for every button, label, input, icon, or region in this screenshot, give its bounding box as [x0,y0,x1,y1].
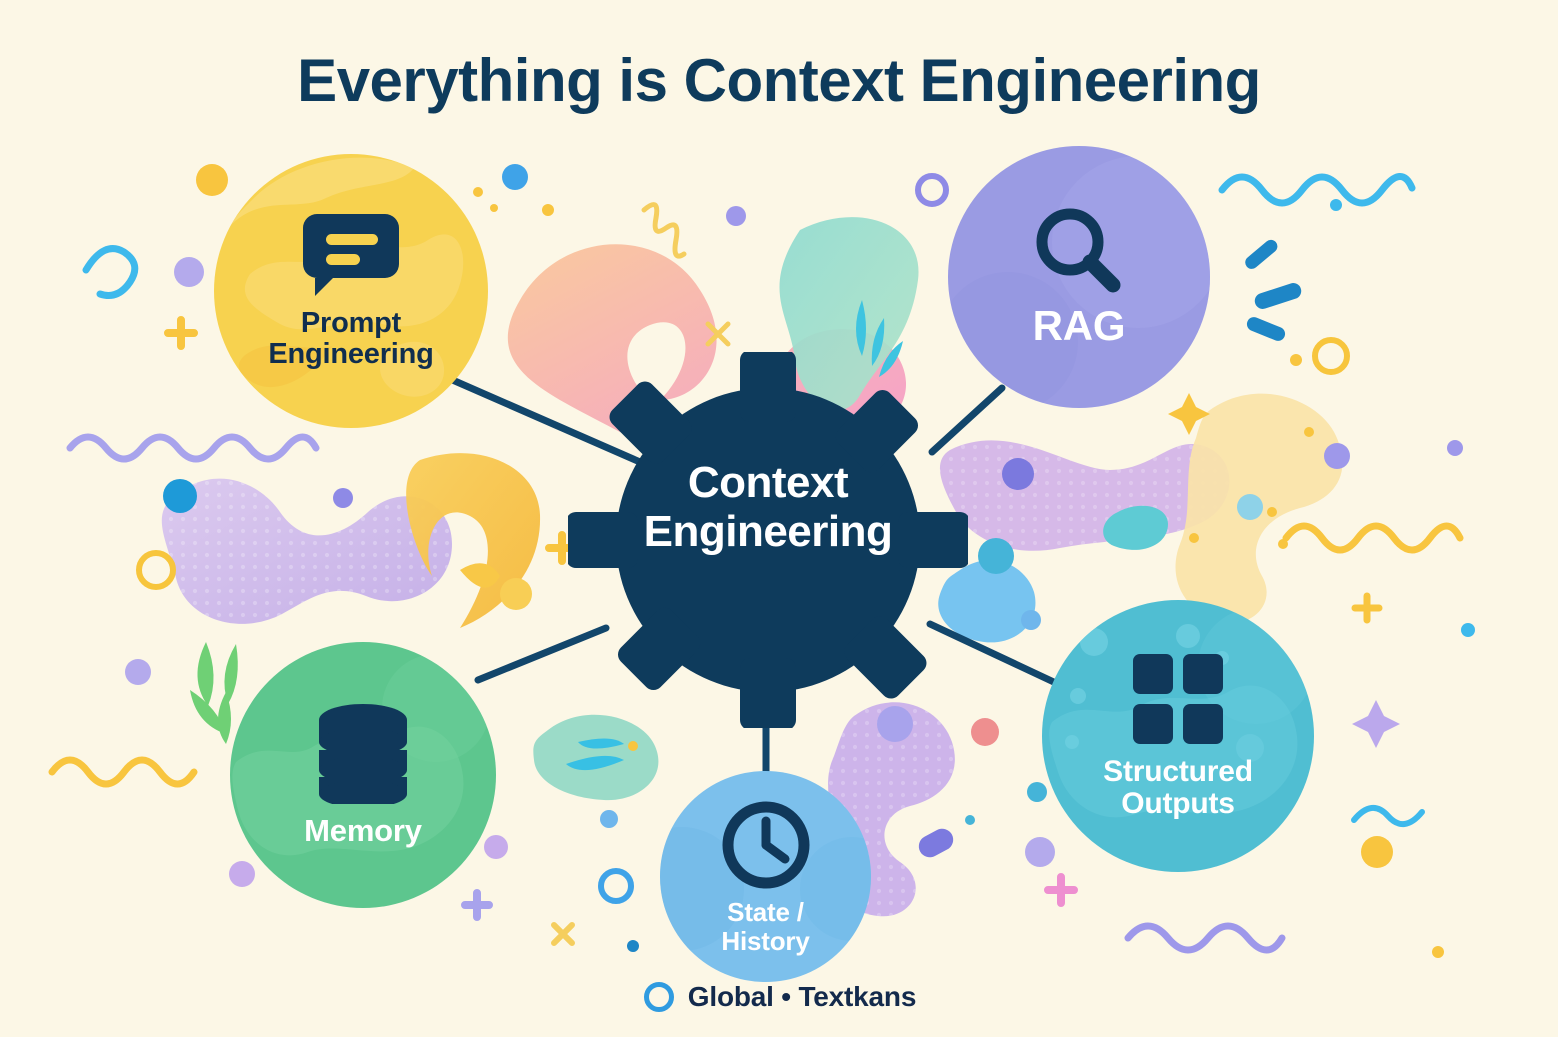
leaf-burst-green [190,642,238,744]
node-label-line2: Outputs [1121,787,1235,820]
dot-teal-1 [978,538,1014,574]
wave-purple-left [66,433,320,463]
dashes-blue-right [1245,239,1302,341]
page-title: Everything is Context Engineering [297,47,1261,114]
node-label-line1: Prompt [300,306,402,339]
center-node-label-line1: Context [687,458,849,507]
blob-teal-small [1103,505,1168,550]
ring-purple-1 [915,173,949,207]
node-prompt-engineering[interactable]: Prompt Engineering [214,154,488,428]
speech-bubble-icon [303,213,399,296]
node-texture-prompt [232,157,464,397]
blob-mint-top [779,217,919,411]
wave-yellow-left [48,756,198,788]
ring-icon [643,982,674,1012]
squiggle-yellow-top [641,202,687,259]
wave-purple-right [1124,922,1286,954]
magnifier-icon [1036,208,1121,293]
node-label-line2: Engineering [268,338,434,370]
x-marks [551,321,731,946]
connector-rag [928,384,1006,456]
connector-memory [474,624,610,684]
ring-blue-1 [598,868,634,904]
node-label-line2: History [721,925,810,956]
mint-sparks [856,300,903,377]
sparkle-purple [1352,700,1400,748]
node-rag-label: RAG [1032,302,1126,350]
sparkles [1168,393,1210,435]
plus-marks [164,316,1383,921]
node-label-line1: Memory [304,813,422,849]
mint-bottom-sparks [566,738,624,771]
database-icon [318,704,407,805]
ring-yellow-2 [136,550,176,590]
grid-squares-icon [1133,653,1223,744]
blob-blue-1 [938,560,1036,643]
center-node-context-engineering[interactable]: Context Engineering [568,352,968,728]
node-memory-label: Memory [304,813,422,849]
squiggle-cyan-left [82,245,139,299]
clock-icon [722,801,809,889]
node-structured-outputs-label: Structured Outputs [1103,754,1253,821]
gear-icon [568,352,968,728]
node-label-line1: State / [727,897,804,928]
node-rag[interactable]: RAG [948,146,1210,408]
blob-yellow-dot [500,578,532,610]
footer-text: Global • Textkans [687,981,917,1012]
node-label-line1: Structured [1103,754,1253,788]
node-texture-rag [948,156,1210,408]
node-prompt-engineering-label: Prompt Engineering [268,306,434,371]
node-texture-state [660,827,871,951]
dot-indigo-1 [1002,458,1034,490]
node-structured-outputs[interactable]: Structured Outputs [1042,600,1314,872]
node-label-line1: RAG [1032,302,1126,350]
ring-yellow-1 [1312,337,1350,375]
node-memory[interactable]: Memory [230,642,496,908]
dash-indigo-1 [918,828,954,858]
blob-yellow-small-1 [460,563,500,588]
wave-cyan-top-right [1218,173,1416,207]
wave-yellow-right [1282,522,1464,554]
connector-structured [926,620,1062,688]
center-node-label: Context Engineering [568,458,968,557]
blob-lavender-left-texture [161,478,452,624]
center-node-label-line2: Engineering [643,507,893,557]
squiggle-cyan-right [1351,805,1425,827]
footer-brand: Global • Textkans [0,980,1558,1014]
connector-prompt [444,374,644,466]
node-state-history[interactable]: State / History [660,771,871,982]
node-state-history-label: State / History [721,898,809,954]
node-texture-structured [1049,608,1314,818]
